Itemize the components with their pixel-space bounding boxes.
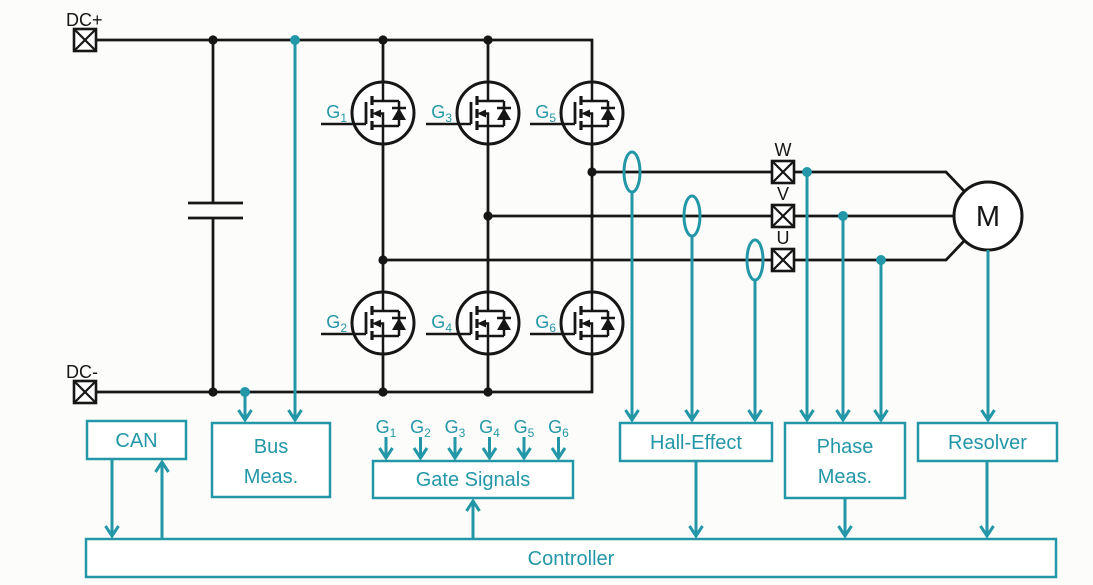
- mosfet-g3-label: G3: [431, 102, 452, 125]
- gate-input-g1-label: G1: [376, 417, 397, 440]
- bus-meas-label-line2: Meas.: [244, 466, 298, 488]
- phase-w-terminal-icon: [770, 159, 796, 185]
- gate-signals-label: Gate Signals: [416, 469, 531, 491]
- gate-input-g2-label: G2: [410, 417, 431, 440]
- mosfet-g5-label-sub: 5: [549, 111, 556, 125]
- gate-input-g5-base: G: [514, 417, 528, 437]
- gate-input-g1-base: G: [376, 417, 390, 437]
- gate-input-g6-sub: 6: [562, 426, 569, 440]
- wire-junction-dots: [208, 35, 597, 397]
- gate-input-g3-sub: 3: [459, 426, 466, 440]
- dc-minus-label: DC-: [66, 362, 98, 382]
- mosfet-g2-label: G2: [326, 312, 347, 335]
- dc-plus-label: DC+: [66, 10, 103, 30]
- gate-input-g1-sub: 1: [390, 426, 397, 440]
- dc-plus-terminal-icon: [72, 27, 98, 53]
- phase-u-terminal-icon: [770, 247, 796, 273]
- bus-meas-block: Bus Meas.: [210, 421, 332, 499]
- mosfet-g6-label-sub: 6: [549, 321, 556, 335]
- gate-input-g2-sub: 2: [424, 426, 431, 440]
- teal-junction-dots: [240, 35, 886, 397]
- phase-meas-block: Phase Meas.: [783, 421, 907, 500]
- phase-meas-label-line1: Phase: [817, 436, 874, 458]
- gate-input-g6-label: G6: [548, 417, 569, 440]
- gate-input-g6-base: G: [548, 417, 562, 437]
- phase-u-label: U: [777, 228, 790, 248]
- mosfet-g4-label-base: G: [431, 312, 445, 332]
- phase-line-u: [383, 239, 966, 262]
- dc-plus-rail: [96, 38, 594, 82]
- bus-meas-label-line1: Bus: [254, 436, 288, 458]
- phase-line-w: [592, 170, 966, 193]
- dc-minus-terminal-icon: [72, 379, 98, 405]
- mosfet-g5-label-base: G: [535, 102, 549, 122]
- mosfet-g5-label: G5: [535, 102, 556, 125]
- hall-effect-label: Hall-Effect: [650, 432, 742, 454]
- phase-v-label: V: [777, 184, 789, 204]
- motor-label: M: [976, 201, 1000, 233]
- controller-label: Controller: [528, 548, 615, 570]
- gate-input-g4-base: G: [479, 417, 493, 437]
- gate-signals-block: Gate Signals: [371, 459, 575, 500]
- resolver-block: Resolver: [916, 421, 1059, 463]
- gate-input-g3-label: G3: [445, 417, 466, 440]
- gate-input-g2-base: G: [410, 417, 424, 437]
- resolver-label: Resolver: [948, 432, 1027, 454]
- gate-signal-arrows: [378, 437, 567, 461]
- motor: M: [952, 180, 1024, 252]
- mosfet-g4-label: G4: [431, 312, 452, 335]
- mosfet-g4-label-sub: 4: [445, 321, 452, 335]
- gate-input-g4-sub: 4: [493, 426, 500, 440]
- phase-v-terminal-icon: [770, 203, 796, 229]
- mosfet-g1-label: G1: [326, 102, 347, 125]
- gate-input-g5-sub: 5: [528, 426, 535, 440]
- controller-block: Controller: [84, 537, 1058, 579]
- mosfet-g1-label-sub: 1: [340, 111, 347, 125]
- mosfet-g2-label-base: G: [326, 312, 340, 332]
- hall-effect-block: Hall-Effect: [618, 421, 774, 463]
- phase-meas-label-line2: Meas.: [818, 466, 872, 488]
- can-block-label: CAN: [115, 430, 157, 452]
- gate-input-g3-base: G: [445, 417, 459, 437]
- gate-input-g4-label: G4: [479, 417, 500, 440]
- can-block: CAN: [85, 419, 188, 461]
- dc-link-capacitor: [188, 40, 243, 392]
- mosfet-g6-label: G6: [535, 312, 556, 335]
- mosfet-g1-label-base: G: [326, 102, 340, 122]
- phase-w-label: W: [775, 140, 792, 160]
- mosfet-g3-label-sub: 3: [445, 111, 452, 125]
- mosfet-g2-label-sub: 2: [340, 321, 347, 335]
- mosfet-g3-label-base: G: [431, 102, 445, 122]
- gate-input-g5-label: G5: [514, 417, 535, 440]
- mosfet-g6-label-base: G: [535, 312, 549, 332]
- dc-minus-rail: [96, 354, 594, 394]
